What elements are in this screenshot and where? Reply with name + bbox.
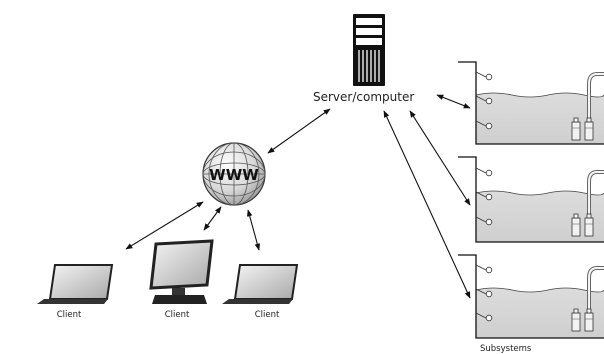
subsystem-tank <box>458 61 604 145</box>
connection-arrow <box>246 209 261 251</box>
connection-arrow <box>436 94 471 109</box>
www-label: WWW <box>209 166 259 184</box>
client-label: Client <box>255 310 280 320</box>
monitor-icon <box>149 239 214 304</box>
laptop-icon <box>222 264 299 304</box>
client-label: Client <box>165 310 190 320</box>
globe-icon <box>202 142 266 206</box>
server-icon <box>353 14 385 86</box>
server-label: Server/computer <box>313 90 414 104</box>
connection-arrow <box>267 108 331 154</box>
subsystem-tank <box>458 156 604 243</box>
subsystems-label: Subsystems <box>480 344 532 354</box>
client-label: Client <box>57 310 82 320</box>
connection-arrow <box>409 110 471 206</box>
laptop-icon <box>37 264 114 304</box>
subsystem-tank <box>458 254 604 339</box>
connection-arrow <box>383 110 471 299</box>
connection-arrow <box>125 201 204 250</box>
connection-arrow <box>203 206 222 231</box>
